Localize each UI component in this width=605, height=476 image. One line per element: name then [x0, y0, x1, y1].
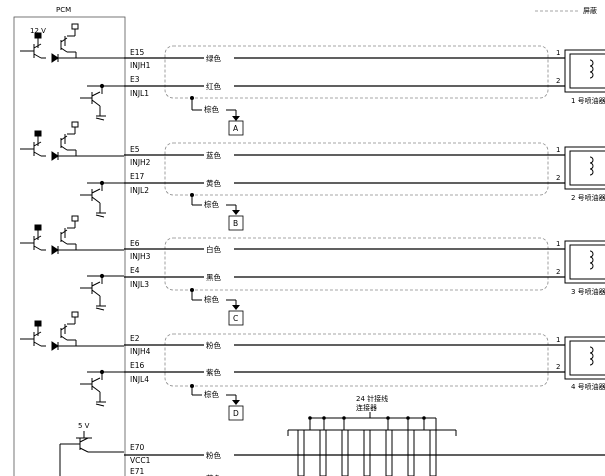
ground-ref-letter: D [233, 409, 239, 418]
low-side-driver-icon [80, 273, 124, 311]
wire-high-color: 粉色 [206, 340, 221, 350]
pcm-box [13, 16, 126, 476]
ground-ref-box [228, 405, 244, 421]
injector-pin-b: 2 [556, 77, 560, 85]
injector-label: 1 号喷油器 [571, 96, 605, 105]
injector-channel-4: E2 INJH4 E16 INJL4 粉色 紫色 棕色 D 1 2 4 号喷油器 [20, 311, 605, 421]
injector-channel-1: E15 INJH1 E3 INJL1 绿色 红色 棕色 A 1 2 1 号喷油器 [20, 23, 605, 136]
ground-ref-box [228, 310, 244, 326]
injector-pin-a: 1 [556, 336, 560, 344]
shield-drain-color: 棕色 [204, 199, 219, 209]
pin-low: E4 [130, 266, 140, 275]
signal-high: INJH2 [130, 158, 151, 167]
high-side-driver-icon [20, 121, 124, 161]
wire-low-color: 黑色 [206, 272, 221, 282]
injector-channel-2: E5 INJH2 E17 INJL2 蓝色 黄色 棕色 B 1 2 2 号喷油器 [20, 121, 605, 231]
injector-label: 2 号喷油器 [571, 193, 605, 202]
pin-high: E5 [130, 145, 140, 154]
signal-high: INJH3 [130, 252, 151, 261]
vcc-wire-color: 粉色 [206, 450, 221, 460]
wire-high-color: 绿色 [206, 53, 221, 63]
shield-outline [164, 237, 549, 291]
pcm-label: PCM [56, 6, 71, 14]
vcc-next-pin: E71 [130, 467, 145, 476]
connector-24pin-icon [287, 412, 457, 476]
pin-low: E3 [130, 75, 140, 84]
low-side-driver-icon [80, 180, 124, 218]
ground-ref-box [228, 215, 244, 231]
injector-label: 3 号喷油器 [571, 287, 605, 296]
wire-low-color: 紫色 [206, 367, 221, 377]
high-side-driver-icon [20, 311, 124, 351]
injector-label: 4 号喷油器 [571, 382, 605, 391]
shield-drain-color: 棕色 [204, 389, 219, 399]
wire-low-color: 红色 [206, 81, 221, 91]
ground-ref-box [228, 120, 244, 136]
injector-coil-icon [564, 49, 605, 93]
injector-channel-3: E6 INJH3 E4 INJL3 白色 黑色 棕色 C 1 2 3 号喷油器 [20, 215, 605, 326]
injector-pin-b: 2 [556, 174, 560, 182]
vcc-regulator-icon [59, 431, 124, 476]
injector-coil-icon [564, 240, 605, 284]
high-side-driver-icon [20, 215, 124, 255]
ground-ref-letter: C [233, 314, 238, 323]
legend-label: 屏蔽 [583, 6, 597, 15]
low-side-driver-icon [80, 83, 124, 121]
pin-high: E2 [130, 334, 140, 343]
vcc-pin: E70 [130, 443, 145, 452]
supply-12v-label: 12 V [30, 27, 46, 35]
injector-pin-b: 2 [556, 268, 560, 276]
shield-drain-color: 棕色 [204, 104, 219, 114]
ground-ref-letter: A [233, 124, 239, 133]
signal-high: INJH4 [130, 347, 151, 356]
wire-low-color: 黄色 [206, 178, 221, 188]
low-side-driver-icon [80, 369, 124, 407]
vcc-signal: VCC1 [130, 456, 151, 465]
injector-coil-icon [564, 146, 605, 190]
supply-5v-label: 5 V [78, 422, 90, 430]
vcc-next-color: 蓝色 [206, 473, 221, 476]
injector-pin-a: 1 [556, 49, 560, 57]
pin-low: E17 [130, 172, 145, 181]
ground-ref-letter: B [233, 219, 238, 228]
pin-high: E6 [130, 239, 140, 248]
shield-outline [164, 333, 549, 387]
injector-pin-a: 1 [556, 240, 560, 248]
pin-low: E16 [130, 361, 145, 370]
injector-pin-a: 1 [556, 146, 560, 154]
wire-high-color: 白色 [206, 244, 221, 254]
signal-high: INJH1 [130, 61, 151, 70]
shield-drain-color: 棕色 [204, 294, 219, 304]
signal-low: INJL2 [130, 186, 149, 195]
injector-coil-icon [564, 336, 605, 380]
injector-pin-b: 2 [556, 363, 560, 371]
shield-outline [164, 142, 549, 196]
wire-high-color: 蓝色 [206, 150, 221, 160]
high-side-driver-icon [20, 23, 124, 63]
signal-low: INJL1 [130, 89, 149, 98]
connector-label-line1: 24 针接线 [356, 394, 388, 403]
signal-low: INJL4 [130, 375, 149, 384]
shield-outline [164, 45, 549, 99]
pin-high: E15 [130, 48, 145, 57]
connector-label-line2: 连接器 [356, 403, 377, 412]
signal-low: INJL3 [130, 280, 149, 289]
